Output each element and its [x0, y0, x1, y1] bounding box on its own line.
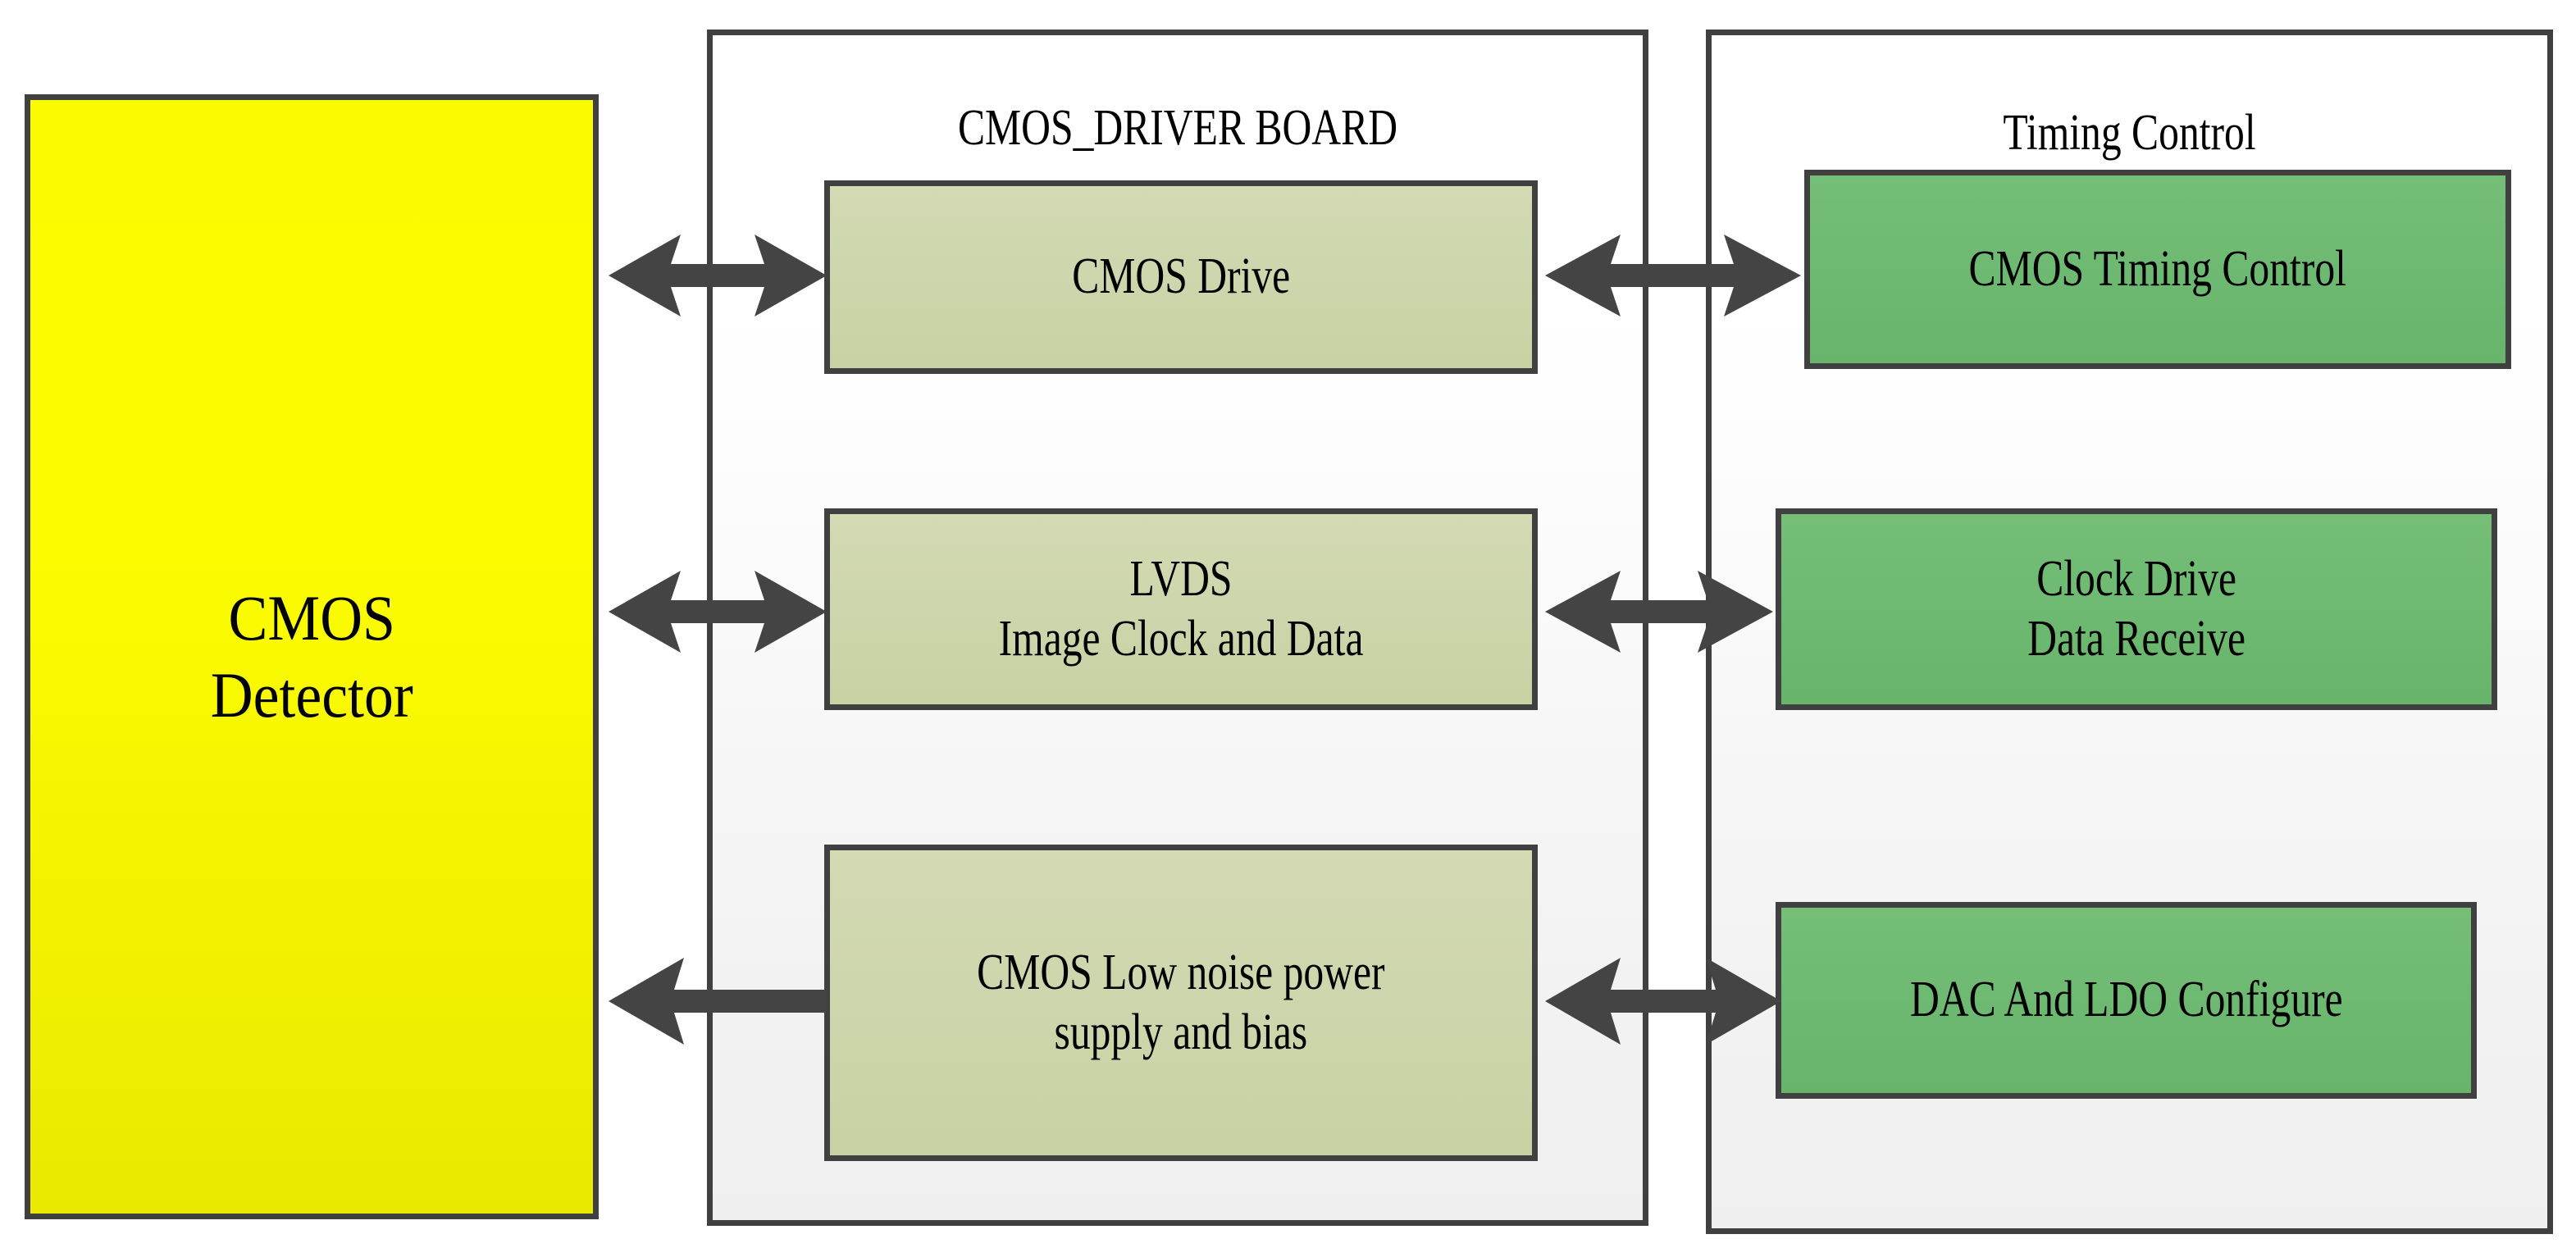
cmos-low-noise-power-supply-label: CMOS Low noise power supply and bias [977, 944, 1385, 1060]
cmos-detector-label: CMOS Detector [210, 582, 413, 731]
clock-drive-data-receive-label: Clock Drive Data Receive [2027, 550, 2245, 667]
cmos-driver-board-title: CMOS_DRIVER BOARD [957, 100, 1398, 156]
cmos-timing-control-block[interactable]: CMOS Timing Control [1804, 170, 2511, 369]
cmos-detector-block[interactable]: CMOS Detector [25, 94, 599, 1219]
dac-and-ldo-configure-block[interactable]: DAC And LDO Configure [1776, 902, 2477, 1099]
timing-control-title: Timing Control [2003, 105, 2256, 161]
arrow-detector-to-cmos-drive [609, 223, 827, 328]
arrow-detector-to-lvds [609, 559, 827, 664]
cmos-timing-control-label: CMOS Timing Control [1968, 240, 2347, 297]
arrow-cmos-drive-to-timing-control [1545, 223, 1801, 328]
clock-drive-data-receive-block[interactable]: Clock Drive Data Receive [1776, 508, 2497, 710]
arrow-power-supply-to-dac-ldo [1545, 953, 1781, 1050]
lvds-image-clock-data-label: LVDS Image Clock and Data [998, 550, 1364, 667]
cmos-low-noise-power-supply-block[interactable]: CMOS Low noise power supply and bias [824, 845, 1538, 1161]
cmos-drive-label: CMOS Drive [1072, 248, 1290, 305]
cmos-drive-block[interactable]: CMOS Drive [824, 180, 1538, 374]
dac-and-ldo-configure-label: DAC And LDO Configure [1909, 972, 2343, 1028]
arrow-power-supply-to-detector [609, 953, 827, 1050]
lvds-image-clock-data-block[interactable]: LVDS Image Clock and Data [824, 508, 1538, 710]
arrow-lvds-to-clock-drive [1545, 559, 1773, 664]
